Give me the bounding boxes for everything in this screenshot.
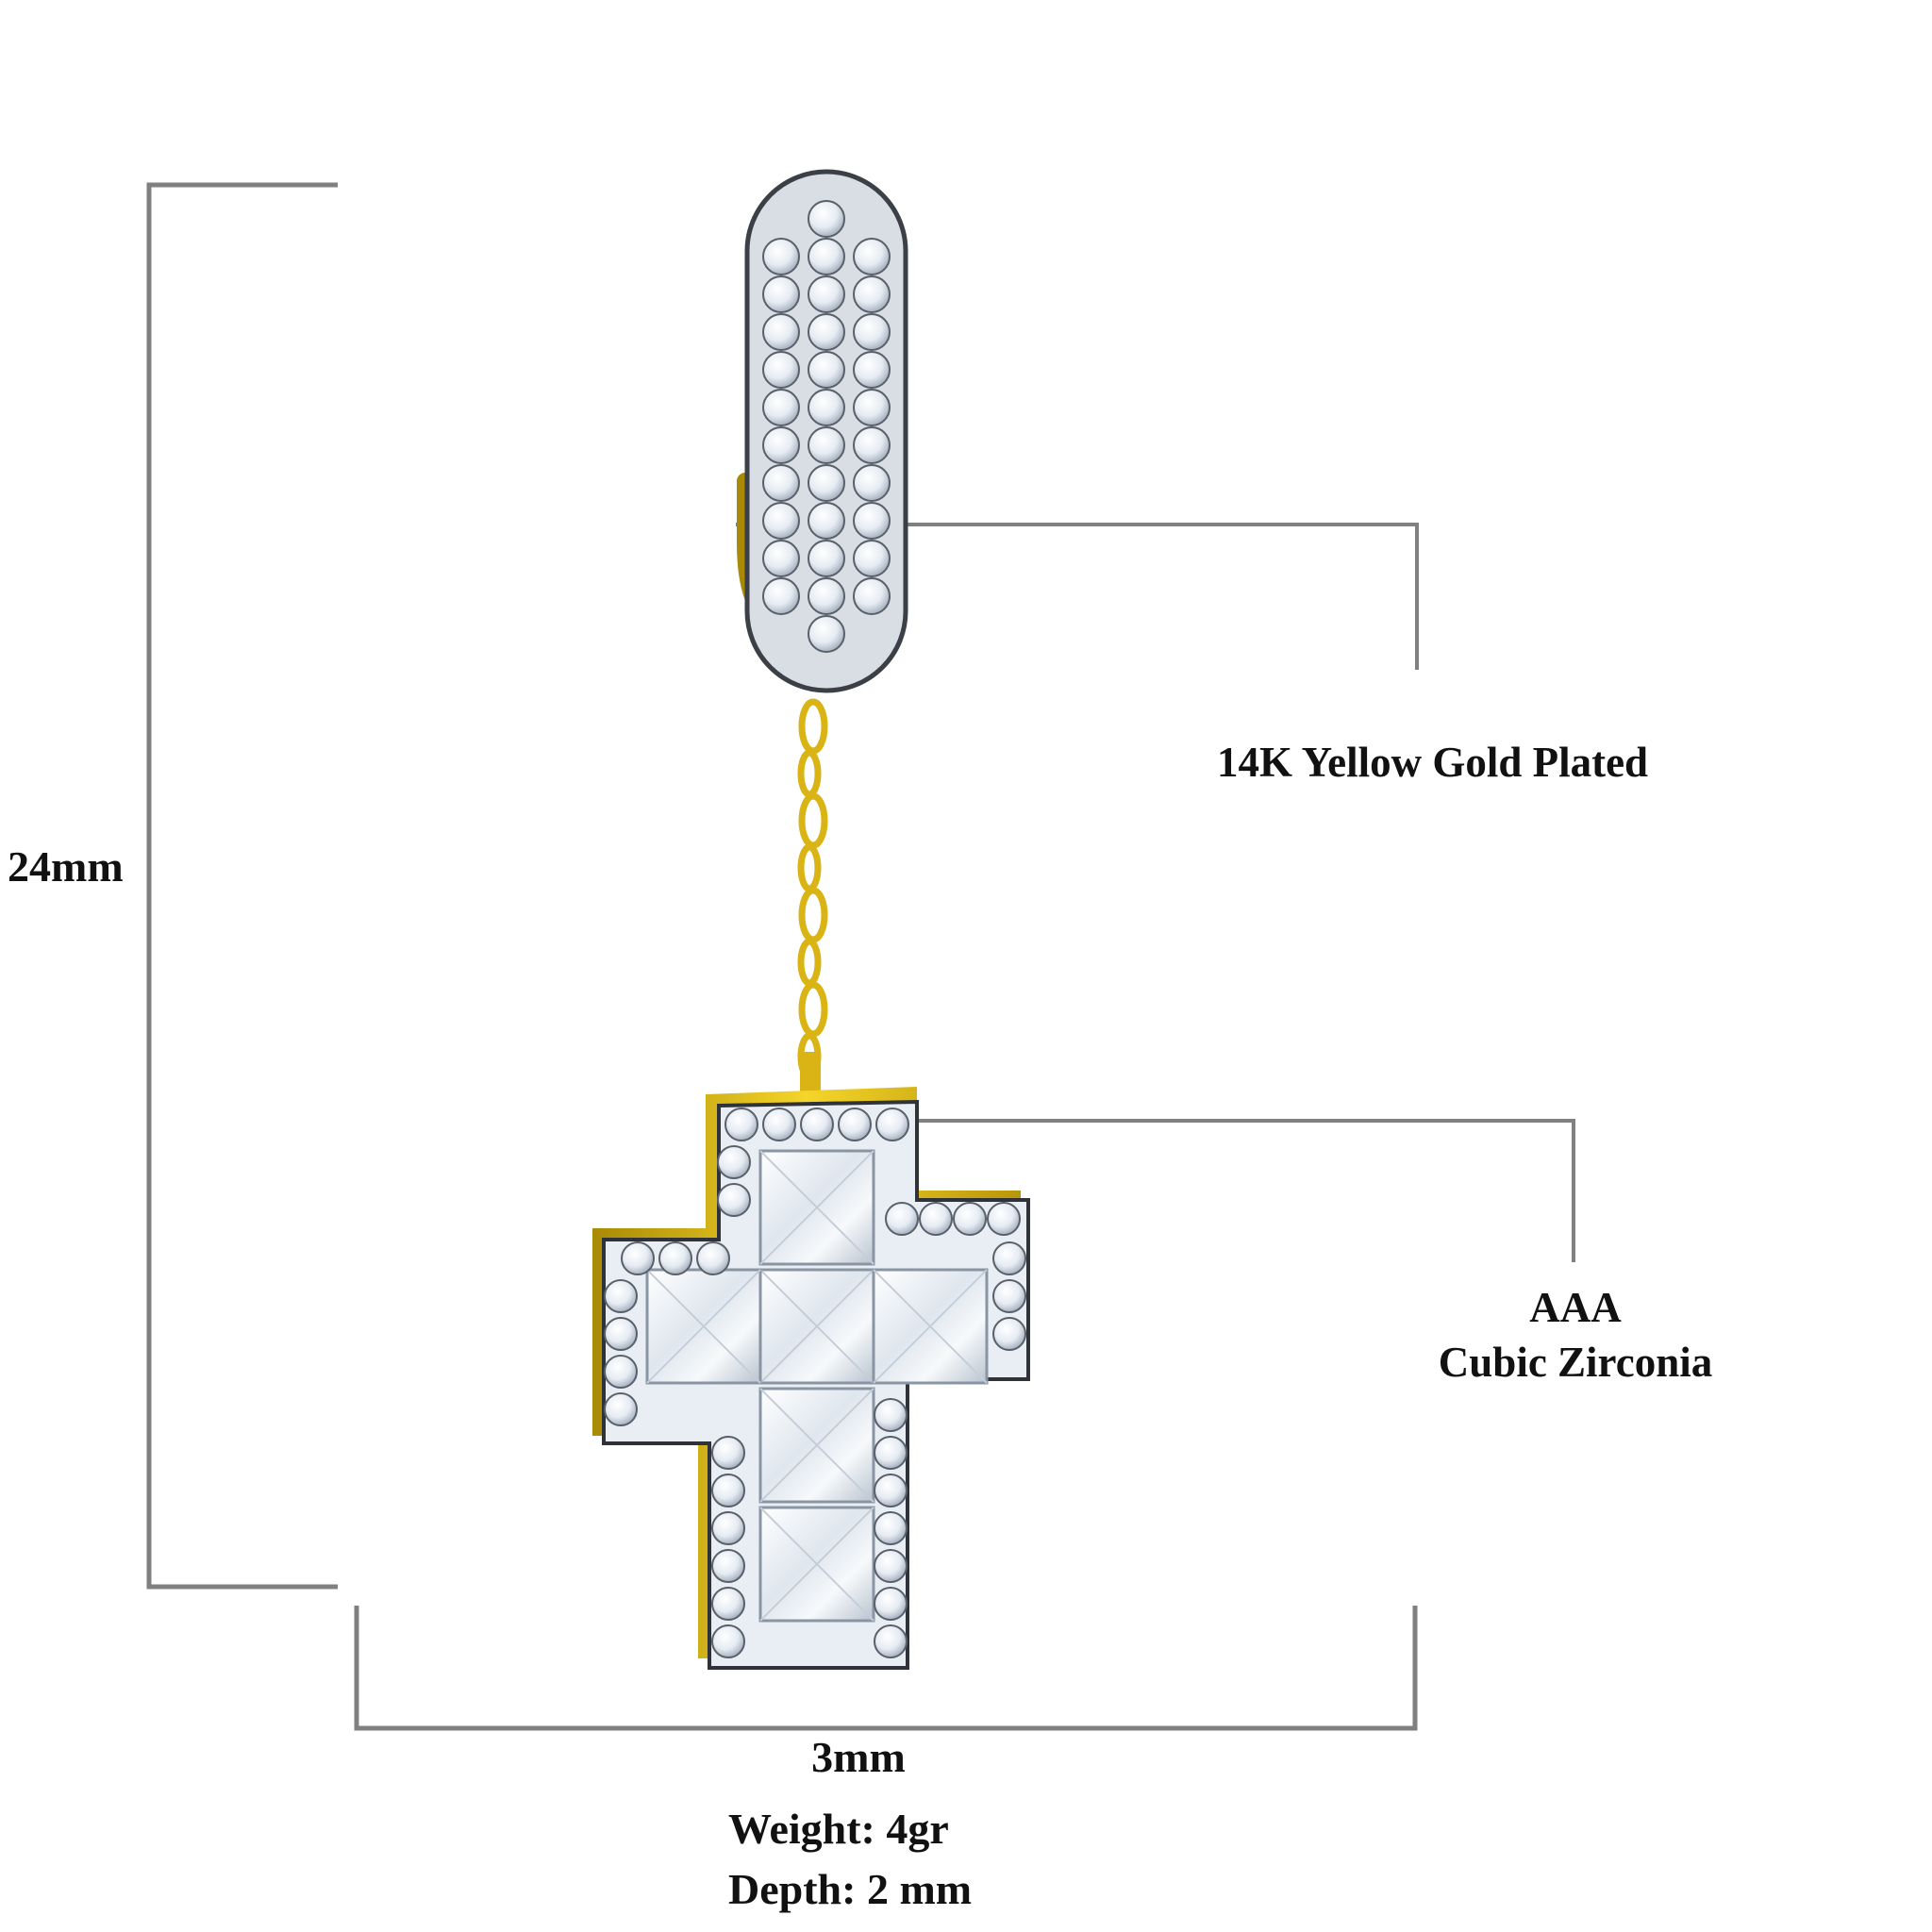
hoop-stone [808,577,845,615]
border-stone [762,1108,796,1141]
stone-facet [759,1150,874,1265]
width-label: 3mm [811,1733,906,1781]
weight-label: Weight: 4gr [728,1805,949,1853]
border-stone [711,1587,745,1621]
cross-princess-stones [645,1149,989,1623]
border-stone [604,1392,638,1426]
border-stone [987,1202,1021,1236]
border-stone [696,1241,730,1275]
hoop-stone [808,389,845,426]
hoop-stone [762,238,800,275]
hoop-stone [762,502,800,540]
cross-pave-border [604,1108,1026,1658]
height-label: 24mm [8,842,124,891]
hoop-stone [853,313,891,351]
hoop-stone [808,351,845,389]
hoop-stone [808,200,845,238]
border-stone [711,1549,745,1583]
hoop-stone [762,577,800,615]
gold-chain [797,698,828,1099]
hoop-stone [762,351,800,389]
hoop-stone [808,502,845,540]
hoop-stone [808,540,845,577]
border-stone [992,1279,1026,1313]
stone-facet [759,1269,874,1384]
hoop-stone [853,464,891,502]
hoop-stone [853,540,891,577]
border-stone [919,1202,953,1236]
border-stone [604,1279,638,1313]
hoop-stone [808,615,845,653]
hoop-stone [762,389,800,426]
border-stone [874,1549,908,1583]
border-stone [874,1436,908,1470]
chain-link [798,792,828,849]
huggie-hoop [737,169,908,693]
border-stone [800,1108,834,1141]
stone-callout-line [906,1119,1575,1262]
border-stone [874,1624,908,1658]
hoop-stone [853,351,891,389]
border-stone [711,1436,745,1470]
hoop-stone [762,540,800,577]
border-stone [724,1108,758,1141]
chain-link [798,981,828,1038]
border-stone [885,1202,919,1236]
hoop-stone [808,275,845,313]
hoop-stone [762,275,800,313]
border-stone [717,1183,751,1217]
hoop-stone [853,577,891,615]
plating-callout-line [736,523,1419,670]
stone-facet [646,1269,761,1384]
border-stone [838,1108,872,1141]
hoop-stone [853,502,891,540]
border-stone [992,1317,1026,1351]
border-stone [604,1355,638,1389]
stone-facet [759,1388,874,1503]
stone-grade-label: AAA [1529,1284,1622,1331]
hoop-stone [762,426,800,464]
border-stone [711,1474,745,1507]
hoop-stone [808,426,845,464]
stone-type-label: Cubic Zirconia [1438,1339,1713,1386]
border-stone [711,1511,745,1545]
hoop-stone [853,389,891,426]
chain-link [797,938,822,987]
border-stone [992,1241,1026,1275]
hoop-stone [762,313,800,351]
hoop-stone [808,238,845,275]
stone-facet [759,1507,874,1622]
hoop-stone [853,275,891,313]
height-dimension-bracket [146,182,338,1590]
hoop-stone [762,464,800,502]
chain-link [797,749,822,798]
border-stone [717,1145,751,1179]
border-stone [875,1108,909,1141]
border-stone [604,1317,638,1351]
hoop-stone [853,426,891,464]
hoop-stone [808,313,845,351]
chain-link [798,887,828,943]
border-stone [621,1241,655,1275]
depth-label: Depth: 2 mm [728,1865,973,1913]
width-dimension-bracket [354,1606,1418,1731]
border-stone [874,1474,908,1507]
cross-pendant [592,1087,1030,1670]
chain-link [797,843,822,892]
chain-bail [800,1052,821,1099]
border-stone [874,1587,908,1621]
border-stone [711,1624,745,1658]
hoop-pave-stones [762,200,891,653]
border-stone [953,1202,987,1236]
border-stone [874,1511,908,1545]
hoop-stone [808,464,845,502]
stone-facet [873,1269,988,1384]
border-stone [874,1398,908,1432]
border-stone [658,1241,692,1275]
plating-label: 14K Yellow Gold Plated [1217,739,1649,786]
chain-link [798,698,828,755]
hoop-stone [853,238,891,275]
